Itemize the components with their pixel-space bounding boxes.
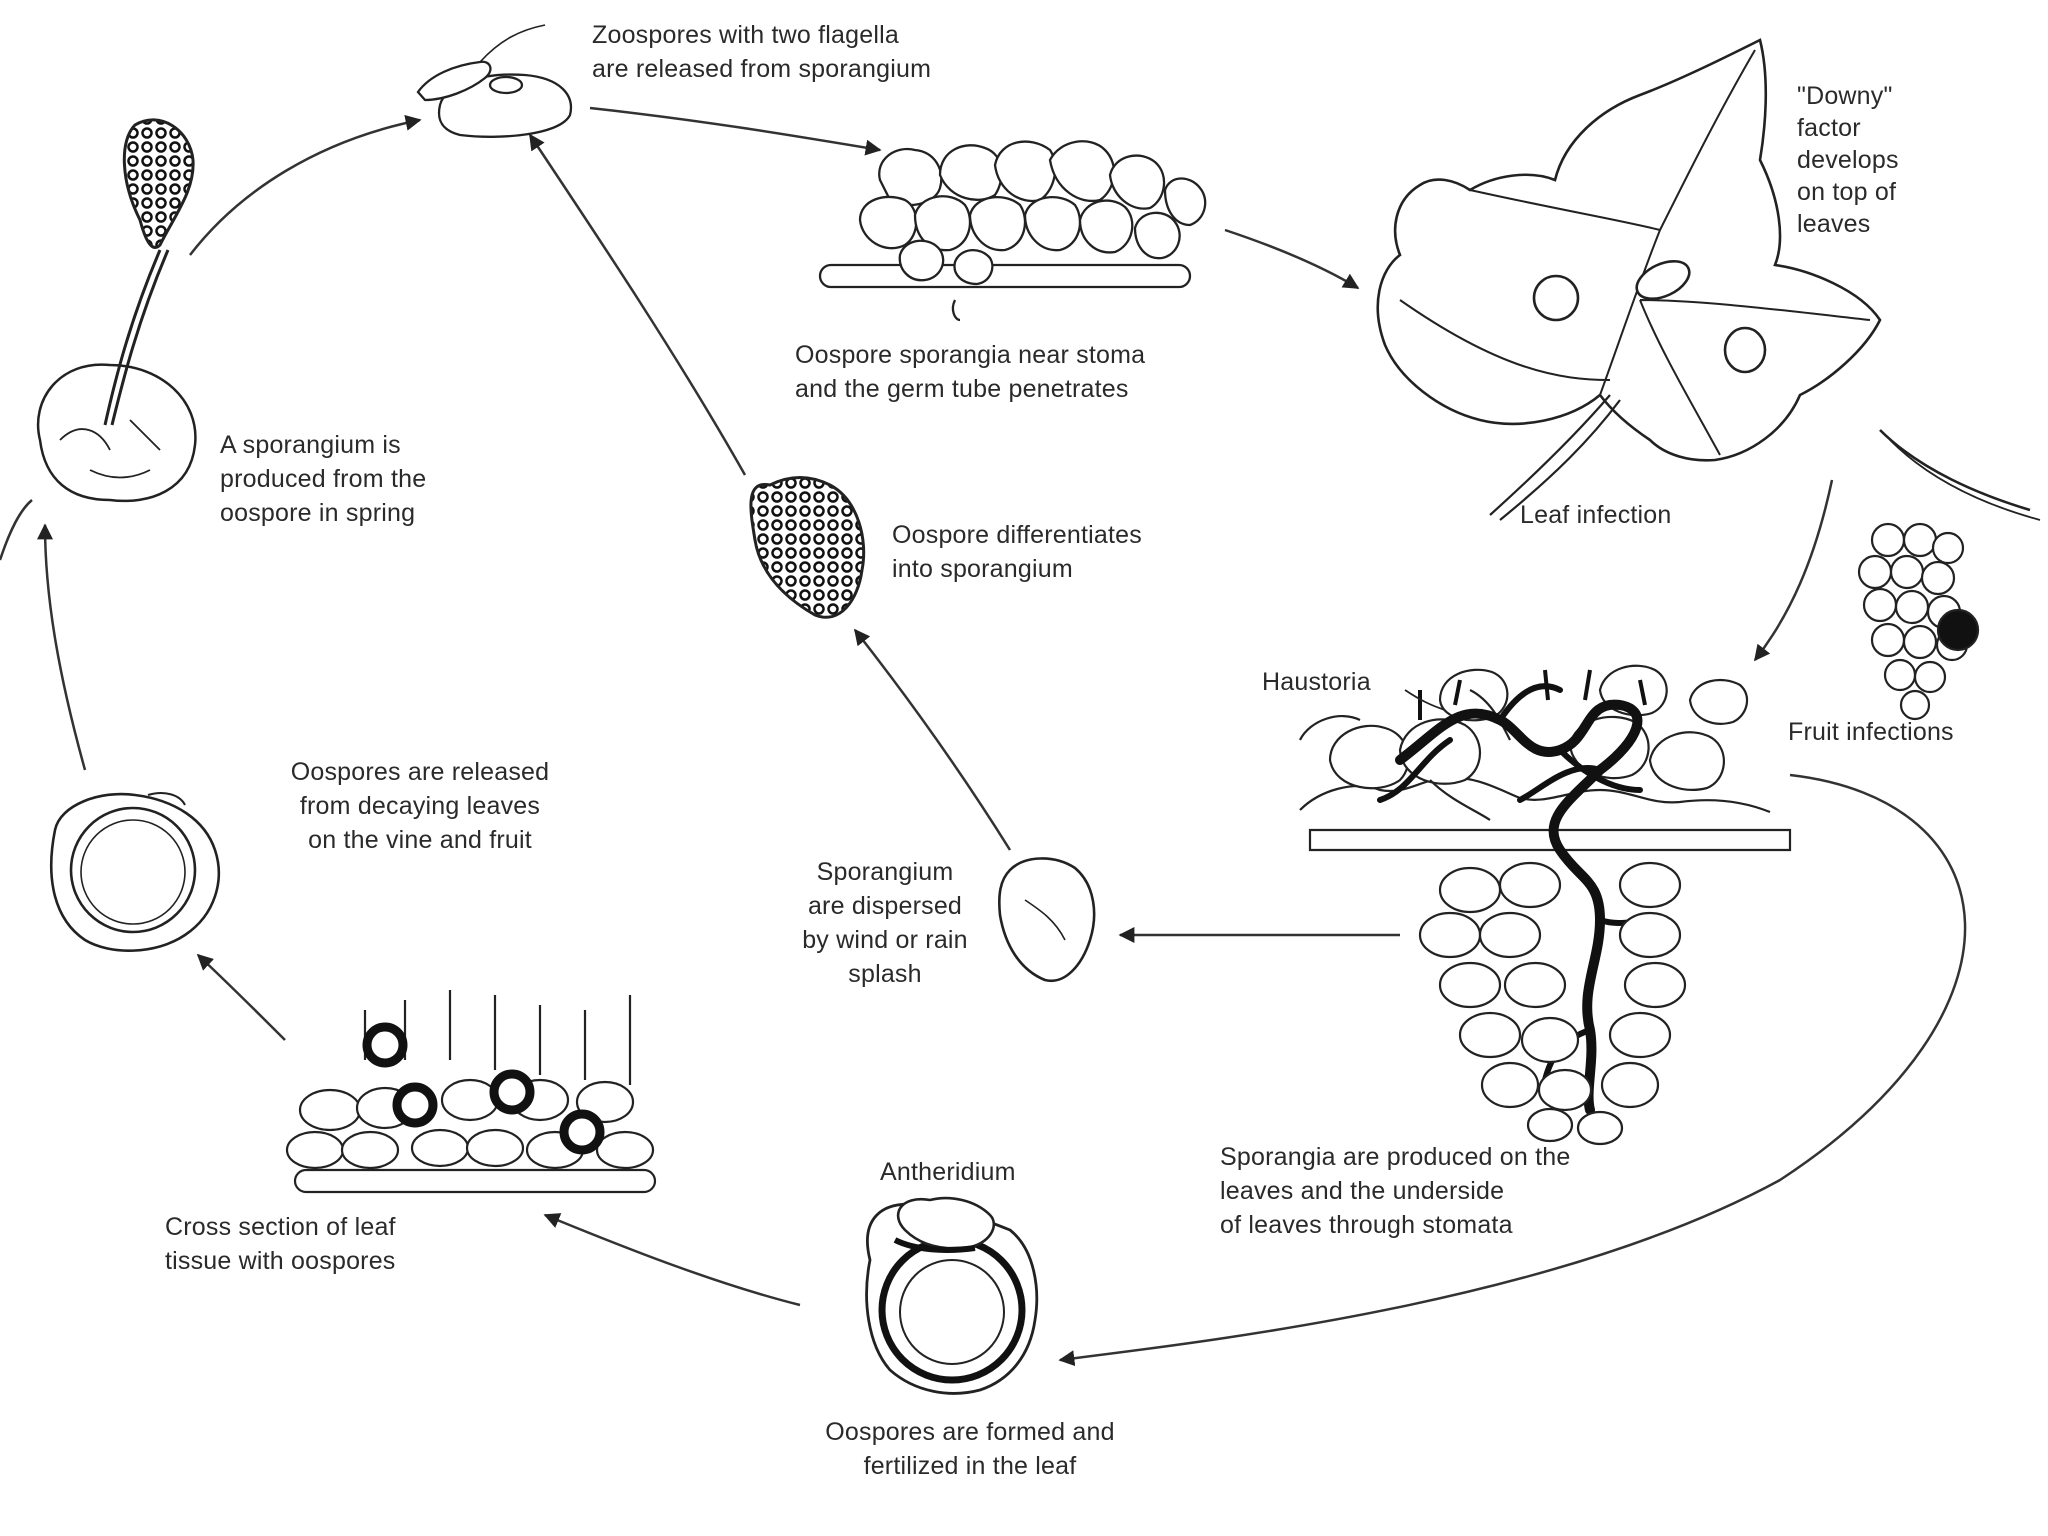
dispersed-sporangium-illustration (998, 857, 1096, 983)
germination-tissue-illustration (818, 140, 1207, 322)
label-sporangia-produced: Sporangia are produced on the leaves and… (1220, 1143, 1571, 1239)
grape-leaf-illustration (1376, 38, 1882, 521)
label-oospore-differentiates: Oospore differentiates into sporangium (892, 521, 1142, 583)
label-sporangium-spring: A sporangium is produced from the oospor… (220, 431, 427, 527)
label-oospores-released: Oospores are released from decaying leav… (290, 758, 550, 854)
label-sporangium-dispersed: Sporangium are dispersed by wind or rain… (802, 858, 968, 988)
label-downy-factor: "Downy" factor develops on top of leaves (1797, 82, 1899, 238)
label-haustoria: Haustoria (1262, 668, 1371, 696)
cross-section-illustration (285, 990, 657, 1194)
arrow-formed-to-cross-section (543, 1213, 801, 1307)
antheridium-oospore-illustration (865, 1196, 1039, 1395)
label-leaf-infection: Leaf infection (1520, 501, 1672, 529)
label-oospores-formed: Oospores are formed and fertilized in th… (825, 1418, 1115, 1480)
haustoria-tissue-illustration (1299, 664, 1792, 1146)
grape-cluster-illustration (1857, 429, 2041, 721)
released-oospore-illustration (49, 792, 221, 952)
zoospores-illustration (416, 24, 573, 138)
arrow-loop-to-antheridium (1058, 773, 1967, 1367)
arrow-differentiates-to-zoospores (528, 133, 747, 476)
arrow-dispersed-to-differentiates (854, 628, 1012, 851)
cycle-arrows (0, 106, 1967, 1367)
arrow-sporangium-to-zoospores (189, 114, 422, 256)
arrow-left-edge-entry (0, 499, 33, 561)
label-cross-section: Cross section of leaf tissue with oospor… (165, 1213, 396, 1275)
oospore-differentiates-illustration (749, 476, 866, 619)
oospore-sporangium-illustration (36, 118, 197, 503)
arrow-zoospores-to-germination (589, 106, 882, 156)
arrow-leaf-to-haustoria (1754, 479, 1834, 662)
label-fruit-infections: Fruit infections (1788, 718, 1954, 746)
label-oospore-germinates: Oospore sporangia near stoma and the ger… (795, 341, 1146, 403)
arrow-cross-section-to-released (196, 953, 286, 1041)
label-antheridium: Antheridium (880, 1158, 1016, 1186)
arrow-germination-to-leaf (1224, 228, 1360, 290)
arrow-released-to-spring (37, 523, 87, 771)
label-zoospores-released: Zoospores with two flagella are released… (592, 21, 932, 83)
